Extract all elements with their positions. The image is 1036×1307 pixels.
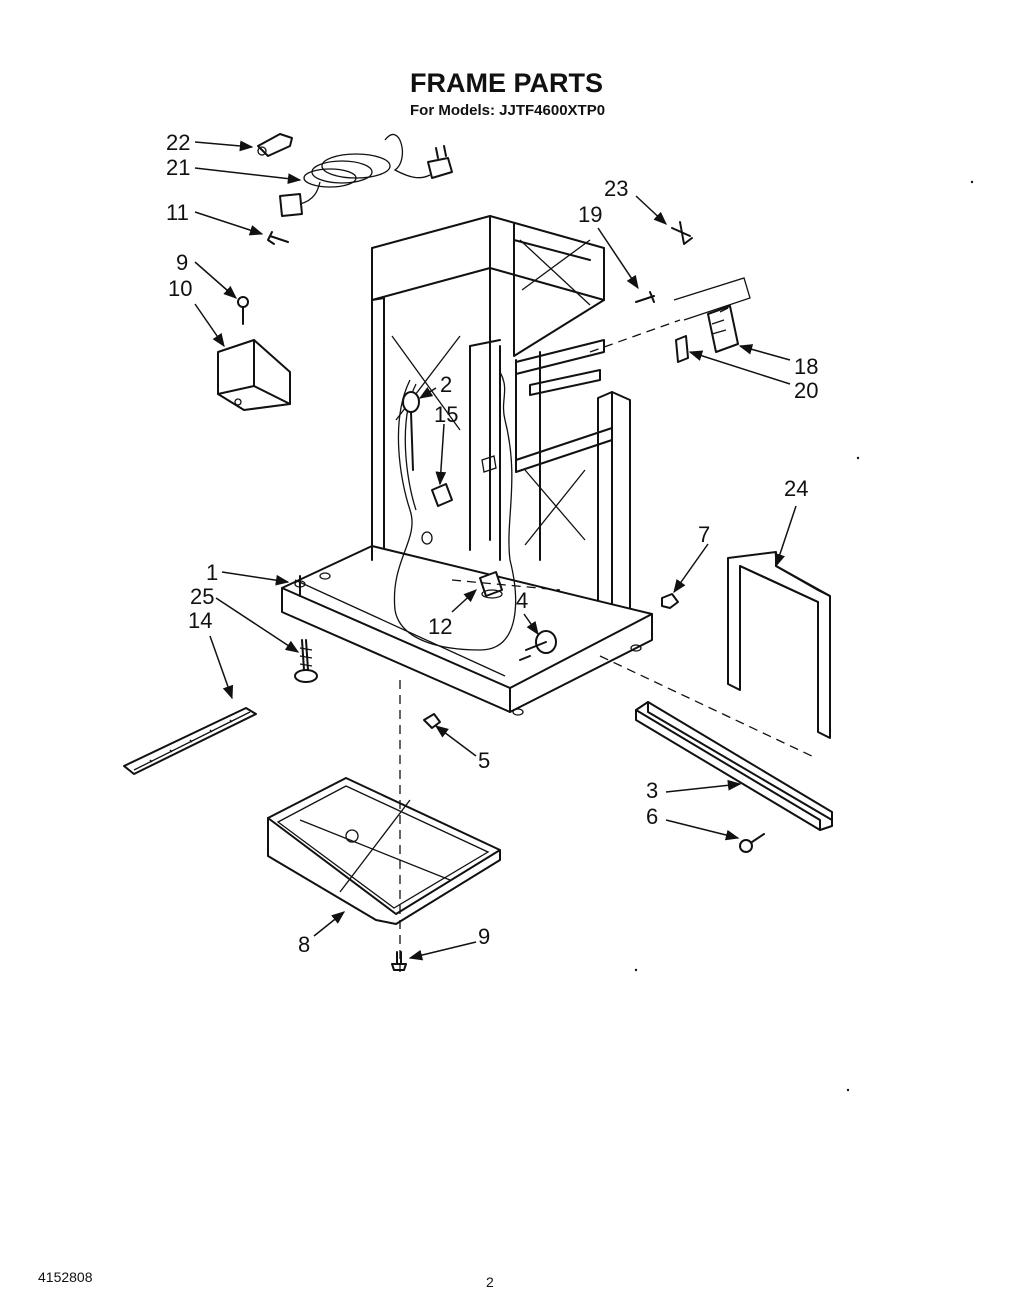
- page-title: FRAME PARTS: [410, 68, 603, 98]
- callout-18: 18: [794, 354, 818, 379]
- callout-25: 25: [190, 584, 214, 609]
- callout-15: 15: [434, 402, 458, 427]
- callout-19: 19: [578, 202, 602, 227]
- leader-lines: [194, 140, 797, 961]
- callout-3: 3: [646, 778, 658, 803]
- scan-specks: [634, 180, 974, 1092]
- callout-6: 6: [646, 804, 658, 829]
- callout-14: 14: [188, 608, 212, 633]
- callout-9-top: 9: [176, 250, 188, 275]
- callout-5: 5: [478, 748, 490, 773]
- callout-11: 11: [166, 200, 189, 225]
- callout-20: 20: [794, 378, 818, 403]
- callout-24: 24: [784, 476, 808, 501]
- part-8-bottom-pan: [267, 777, 501, 925]
- part-18-switch: [673, 277, 751, 353]
- callout-8: 8: [298, 932, 310, 957]
- part-5-nut: [423, 713, 441, 729]
- model-subtitle: For Models: JJTF4600XTP0: [410, 102, 605, 119]
- part-21-power-cord: [279, 133, 453, 217]
- part-10-bracket: [217, 339, 291, 411]
- callout-labels: 22 21 11 9 10 23 19 18 20 2 15 1 25 14 1…: [166, 130, 818, 957]
- part-7-nut: [661, 593, 679, 609]
- part-23-fastener: [671, 221, 693, 245]
- callout-23: 23: [604, 176, 628, 201]
- part-4-component: [519, 630, 557, 661]
- main-frame: [281, 215, 653, 716]
- part-19-screw: [635, 291, 655, 303]
- callout-22: 22: [166, 130, 190, 155]
- callout-1: 1: [206, 560, 218, 585]
- alignment-lines: [399, 319, 817, 972]
- part-2-grommet: [402, 391, 420, 471]
- part-25-leveling-leg: [294, 639, 318, 683]
- callout-10: 10: [168, 276, 192, 301]
- part-11-screw: [267, 231, 289, 245]
- callout-21: 21: [166, 155, 190, 180]
- callout-2: 2: [440, 372, 452, 397]
- document-number: 4152808: [38, 1269, 93, 1285]
- part-6-screw: [739, 833, 765, 853]
- callout-7: 7: [698, 522, 710, 547]
- part-9-screw-top: [237, 296, 249, 325]
- part-22-clip: [257, 133, 293, 157]
- part-3-rail: [635, 701, 833, 831]
- page-number: 2: [486, 1274, 494, 1290]
- part-14-strip: [123, 707, 257, 775]
- callout-9-bottom: 9: [478, 924, 490, 949]
- part-12-foot: [479, 571, 503, 599]
- part-20-plate: [675, 335, 689, 363]
- part-9-screw-bottom: [391, 951, 407, 971]
- callout-4: 4: [516, 588, 528, 613]
- part-24-panel: [727, 551, 831, 739]
- part-15-connector: [431, 455, 497, 507]
- callout-12: 12: [428, 614, 452, 639]
